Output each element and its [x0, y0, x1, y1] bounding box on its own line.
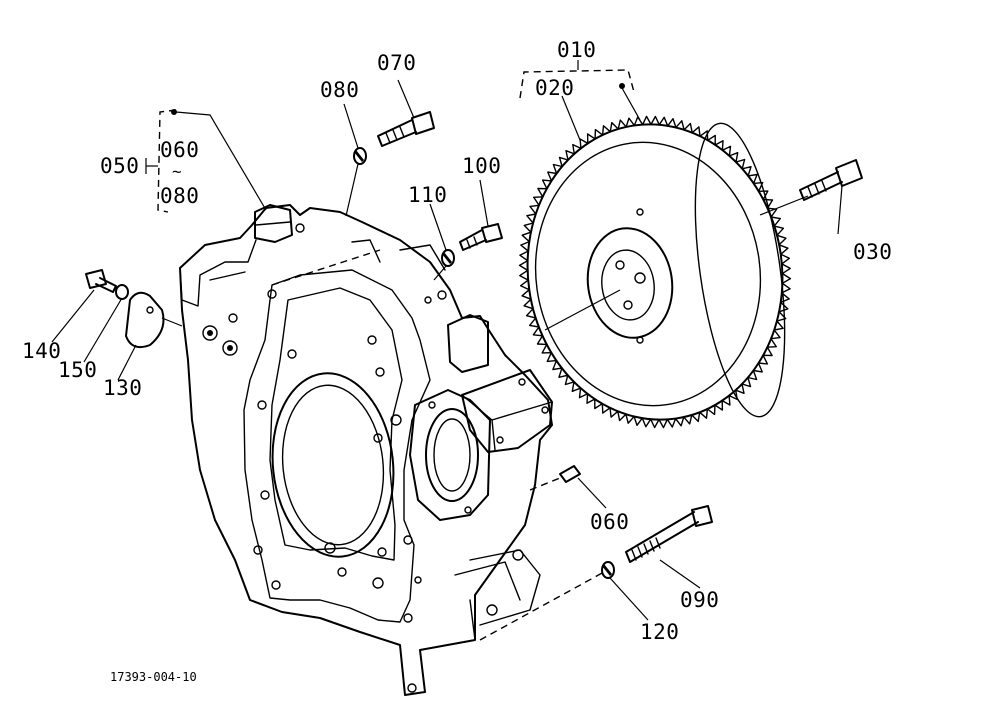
callout-100: 100: [462, 154, 502, 178]
housing-bolt-holes: [202, 223, 549, 693]
bolt-030: [799, 159, 863, 201]
bolt-140: [85, 269, 117, 293]
washer-120: [601, 561, 615, 579]
callout-range-tilde: ~: [172, 162, 183, 181]
dowel-pin-060: [559, 465, 581, 483]
callout-050: 050: [100, 154, 140, 178]
callout-130: 130: [103, 376, 143, 400]
washer-110: [441, 249, 455, 267]
callout-030: 030: [853, 240, 893, 264]
ring-gear-teeth: [518, 115, 792, 429]
callout-020: 020: [535, 76, 575, 100]
bolt-070: [377, 111, 435, 147]
callout-110: 110: [408, 183, 448, 207]
callout-080: 080: [320, 78, 360, 102]
callout-150: 150: [58, 358, 98, 382]
callout-010: 010: [557, 38, 597, 62]
washer-150: [115, 284, 129, 300]
drawing-number: 17393-004-10: [110, 670, 197, 684]
flywheel: [518, 115, 792, 429]
callout-140: 140: [22, 339, 62, 363]
cover-plate-130: [125, 291, 165, 349]
bolt-100: [459, 223, 503, 251]
callout-080-range-end: 080: [160, 184, 200, 208]
callout-070: 070: [377, 51, 417, 75]
callout-120: 120: [640, 620, 680, 644]
callout-060-range-start: 060: [160, 138, 200, 162]
leader-lines: [51, 60, 843, 641]
washer-080: [353, 147, 367, 165]
flywheel-housing: [179, 204, 553, 696]
bolt-090: [625, 505, 713, 563]
callout-060-dowel: 060: [590, 510, 630, 534]
callout-090: 090: [680, 588, 720, 612]
